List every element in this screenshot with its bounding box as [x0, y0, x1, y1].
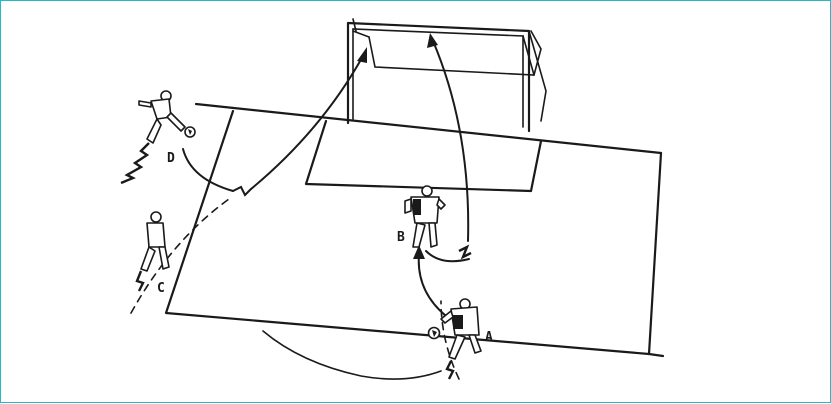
player-b-leg-right [429, 223, 437, 247]
goal-area [306, 121, 541, 191]
player-c-leg-right [159, 247, 169, 269]
player-a-shirt-detail [453, 315, 463, 329]
player-d-arm [139, 101, 151, 107]
bounce-squiggle-b [459, 247, 471, 257]
penalty-arc [263, 331, 441, 379]
player-c-motion-lines [137, 271, 143, 291]
player-c-head [151, 212, 161, 222]
penalty-area [166, 111, 661, 354]
goal-line [196, 104, 661, 153]
pass-path-a-to-b [419, 254, 446, 316]
player-d: D [121, 91, 195, 183]
goal [348, 19, 546, 131]
player-b-shirt-detail [413, 199, 421, 215]
goal-inner-frame [353, 29, 523, 127]
shot-path-to-goal-left [251, 56, 363, 189]
player-b-arm-left [405, 199, 411, 213]
player-a-leg-left [449, 335, 465, 359]
player-d-leg-right [167, 113, 185, 131]
goal-net-back [369, 31, 541, 75]
player-c-label: C [157, 281, 165, 296]
shot-arrow-right [427, 33, 438, 48]
player-c-torso [147, 223, 165, 247]
player-b: B [397, 186, 445, 247]
penalty-edge-extension [649, 354, 663, 356]
player-c-leg-left [141, 247, 155, 271]
player-b-leg-left [413, 223, 425, 247]
player-c: C [137, 212, 169, 296]
player-b-label: B [397, 230, 405, 245]
player-d-motion-lines [121, 143, 149, 183]
player-d-leg-left [147, 119, 161, 143]
shot-arrow-left [357, 47, 367, 63]
pass-path-d-squiggle [233, 187, 251, 195]
player-b-head [422, 186, 432, 196]
player-d-label: D [167, 151, 175, 166]
goal-post-left [348, 23, 529, 131]
player-a-leg-right [469, 335, 481, 353]
player-a-label: A [485, 330, 493, 345]
